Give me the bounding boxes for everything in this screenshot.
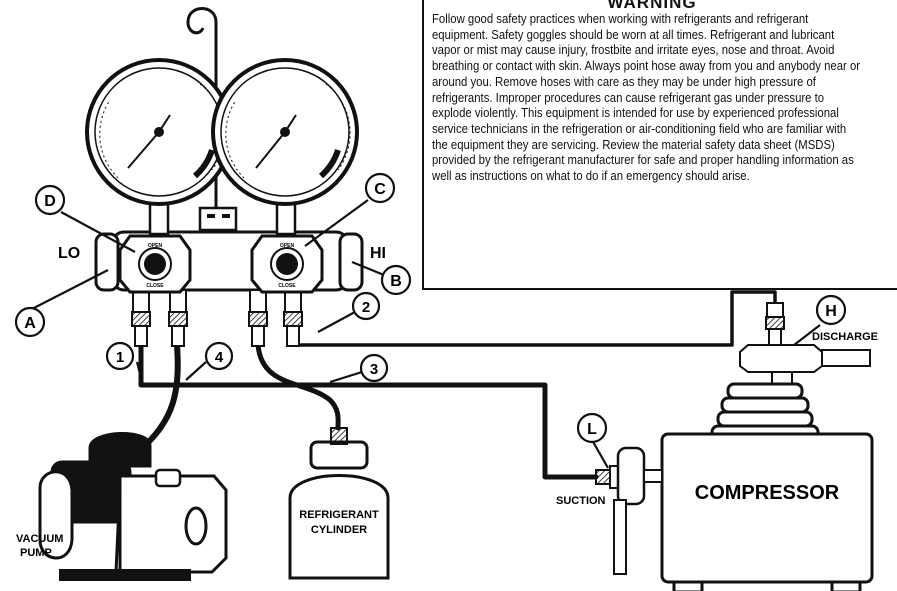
hose-number-4: 4 bbox=[215, 349, 224, 366]
warning-body: Follow good safety practices when workin… bbox=[432, 11, 862, 184]
suction-label: SUCTION bbox=[556, 495, 606, 507]
lo-pressure-gauge bbox=[87, 60, 231, 204]
hi-label: HI bbox=[370, 245, 386, 262]
suction-service-valve bbox=[596, 448, 662, 574]
discharge-service-valve bbox=[740, 303, 870, 384]
callout-l: L bbox=[587, 421, 597, 438]
callout-b: B bbox=[390, 273, 402, 290]
hose-number-1: 1 bbox=[116, 349, 124, 366]
vacuum-pump-label-1: VACUUM bbox=[16, 533, 63, 545]
vacuum-pump bbox=[40, 433, 226, 580]
warning-box: WARNING Follow good safety practices whe… bbox=[422, 0, 897, 290]
callout-h: H bbox=[825, 303, 837, 320]
hi-knob-open-text: OPEN bbox=[280, 243, 295, 249]
hose-number-2: 2 bbox=[362, 299, 370, 316]
lo-knob-close-text: CLOSE bbox=[146, 283, 164, 289]
lo-label: LO bbox=[58, 245, 80, 262]
callout-d: D bbox=[44, 193, 56, 210]
callout-c: C bbox=[374, 181, 386, 198]
callout-a: A bbox=[24, 315, 36, 332]
lo-knob-open-text: OPEN bbox=[148, 243, 163, 249]
hi-pressure-gauge bbox=[213, 60, 357, 204]
refrigerant-cylinder bbox=[290, 428, 388, 578]
hose-number-3: 3 bbox=[370, 361, 378, 378]
vacuum-pump-label-2: PUMP bbox=[20, 547, 52, 559]
cylinder-label-1: REFRIGERANT bbox=[299, 509, 379, 521]
compressor-label: COMPRESSOR bbox=[695, 482, 840, 504]
hi-knob-close-text: CLOSE bbox=[278, 283, 296, 289]
discharge-label: DISCHARGE bbox=[812, 331, 878, 343]
cylinder-label-2: CYLINDER bbox=[311, 524, 367, 536]
